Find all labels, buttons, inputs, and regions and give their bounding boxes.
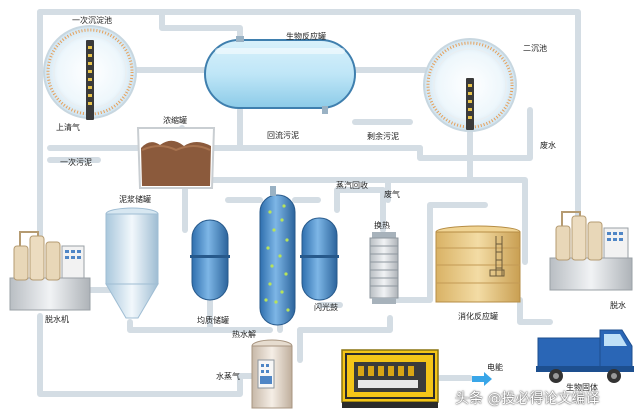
label-electric-energy: 电能 [487, 363, 503, 372]
thickener-tank [136, 127, 216, 189]
label-primary-clarifier: 一次沉淀池 [72, 16, 112, 25]
secondary-clarifier [423, 38, 517, 132]
label-thickener-tank: 浓缩罐 [163, 116, 187, 125]
label-water-vapor: 水蒸气 [216, 372, 240, 381]
label-steam-recovery: 蒸汽回收 [336, 181, 368, 190]
label-return-sludge: 回流污泥 [267, 131, 299, 140]
dewatering-machine-right [549, 211, 633, 291]
pipe-network [37, 9, 581, 397]
conditioning-tank [190, 219, 230, 301]
dewatering-machine-left [9, 231, 91, 311]
label-digestion-reactor: 消化反应罐 [458, 312, 498, 321]
label-heat-exchange: 换热 [374, 221, 390, 230]
flow-arrow-icon [472, 372, 492, 386]
truck-icon [536, 329, 634, 383]
label-primary-sludge: 一次污泥 [60, 158, 92, 167]
hydrolysis-reactor [259, 186, 296, 326]
label-conditioning-tank: 均质储罐 [197, 316, 229, 325]
bioreactor-tank [204, 36, 356, 114]
label-waste-gas: 废气 [384, 190, 400, 199]
watermark: 头条 @投必得论文编译 [455, 391, 600, 407]
label-secondary-clarifier: 二沉池 [523, 44, 547, 53]
label-biosolids: 生物固体 [566, 383, 598, 392]
primary-clarifier [43, 25, 137, 120]
heat-exchanger-icon [369, 232, 399, 304]
label-sludge-storage-tank: 泥浆储罐 [119, 195, 151, 204]
steam-boiler [251, 339, 293, 409]
flash-tank [300, 217, 339, 301]
label-dewatering-machine-right: 脱水 [610, 301, 626, 310]
label-dewatering-machine-left: 脱水机 [45, 315, 69, 324]
generator-icon [341, 349, 439, 408]
label-flash-tank: 闪光鼓 [314, 303, 338, 312]
label-excess-sludge: 剩余污泥 [367, 132, 399, 141]
label-bioreactor: 生物反应罐 [286, 32, 326, 41]
label-hydrolysis-reactor: 热水解 [232, 330, 256, 339]
label-waste-water: 废水 [540, 141, 556, 150]
sludge-storage-tank [105, 207, 159, 319]
label-supernatant: 上清气 [56, 123, 80, 132]
digestion-reactor [435, 225, 521, 303]
